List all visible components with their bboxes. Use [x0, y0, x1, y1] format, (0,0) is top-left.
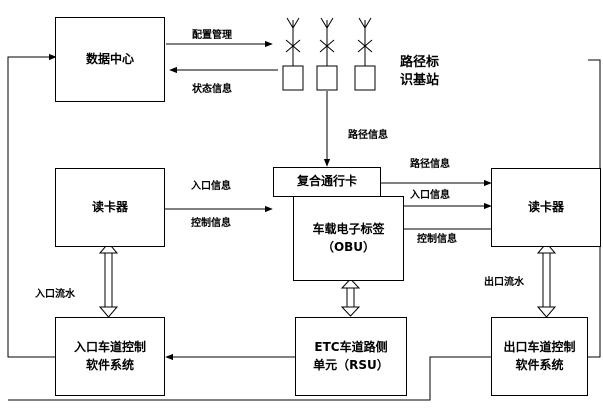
antenna-icon: [316, 17, 338, 91]
rsu-label-line2: 单元（RSU）: [313, 357, 389, 372]
entry-lane-label-line2: 软件系统: [85, 357, 134, 372]
left-card-reader-label: 读卡器: [91, 199, 128, 214]
route-station-label-line1: 路径标: [400, 55, 440, 70]
obu-rsu-double-arrow: [340, 278, 361, 317]
status-info-label: 状态信息: [192, 84, 232, 95]
entry-lane-control-box: 入口车道控制 软件系统: [55, 317, 165, 396]
exit-lane-label-line2: 软件系统: [515, 357, 564, 372]
exit-flow-double-arrow: [536, 242, 557, 318]
exit-lane-control-label: 出口车道控制 软件系统: [503, 339, 575, 374]
control-info-right-label: 控制信息: [417, 234, 457, 245]
entry-lane-label-line1: 入口车道控制: [73, 340, 146, 355]
obu-box: 车载电子标签 （OBU）: [293, 196, 404, 281]
entry-lane-control-label: 入口车道控制 软件系统: [74, 339, 146, 374]
rsu-box: ETC车道路侧 单元（RSU）: [295, 317, 407, 396]
right-card-reader-box: 读卡器: [491, 168, 601, 247]
obu-label-line2: （OBU）: [321, 239, 376, 254]
data-center-box: 数据中心: [55, 17, 165, 102]
config-mgmt-label: 配置管理: [192, 30, 232, 41]
obu-label: 车载电子标签 （OBU）: [312, 221, 384, 256]
loop-bottom-line: [8, 356, 491, 401]
data-center-label: 数据中心: [85, 51, 134, 66]
left-card-reader-box: 读卡器: [55, 168, 165, 247]
composite-card-box: 复合通行卡: [273, 167, 381, 197]
route-station-label-line2: 识基站: [400, 73, 440, 89]
entry-info-left-label: 入口信息: [191, 181, 231, 192]
route-info-down-label: 路径信息: [348, 130, 388, 141]
entry-info-right-label: 入口信息: [410, 190, 450, 201]
route-info-right-label: 路径信息: [410, 159, 450, 170]
control-info-left-label: 控制信息: [191, 218, 231, 229]
composite-card-label: 复合通行卡: [296, 174, 357, 189]
loop-left-line: [7, 53, 57, 358]
rsu-label-line1: ETC车道路侧: [314, 340, 388, 355]
entry-flow-label: 入口流水: [35, 289, 75, 300]
entry-flow-double-arrow: [98, 242, 119, 318]
antenna-icon: [282, 17, 304, 91]
rsu-label: ETC车道路侧 单元（RSU）: [313, 339, 389, 374]
obu-label-line1: 车载电子标签: [312, 222, 385, 237]
route-station-label: 路径标 识基站: [400, 54, 439, 90]
exit-flow-label: 出口流水: [484, 277, 524, 288]
exit-lane-control-box: 出口车道控制 软件系统: [491, 317, 588, 396]
exit-lane-label-line1: 出口车道控制: [503, 340, 576, 355]
right-card-reader-label: 读卡器: [527, 199, 564, 214]
antenna-icon: [354, 17, 376, 91]
